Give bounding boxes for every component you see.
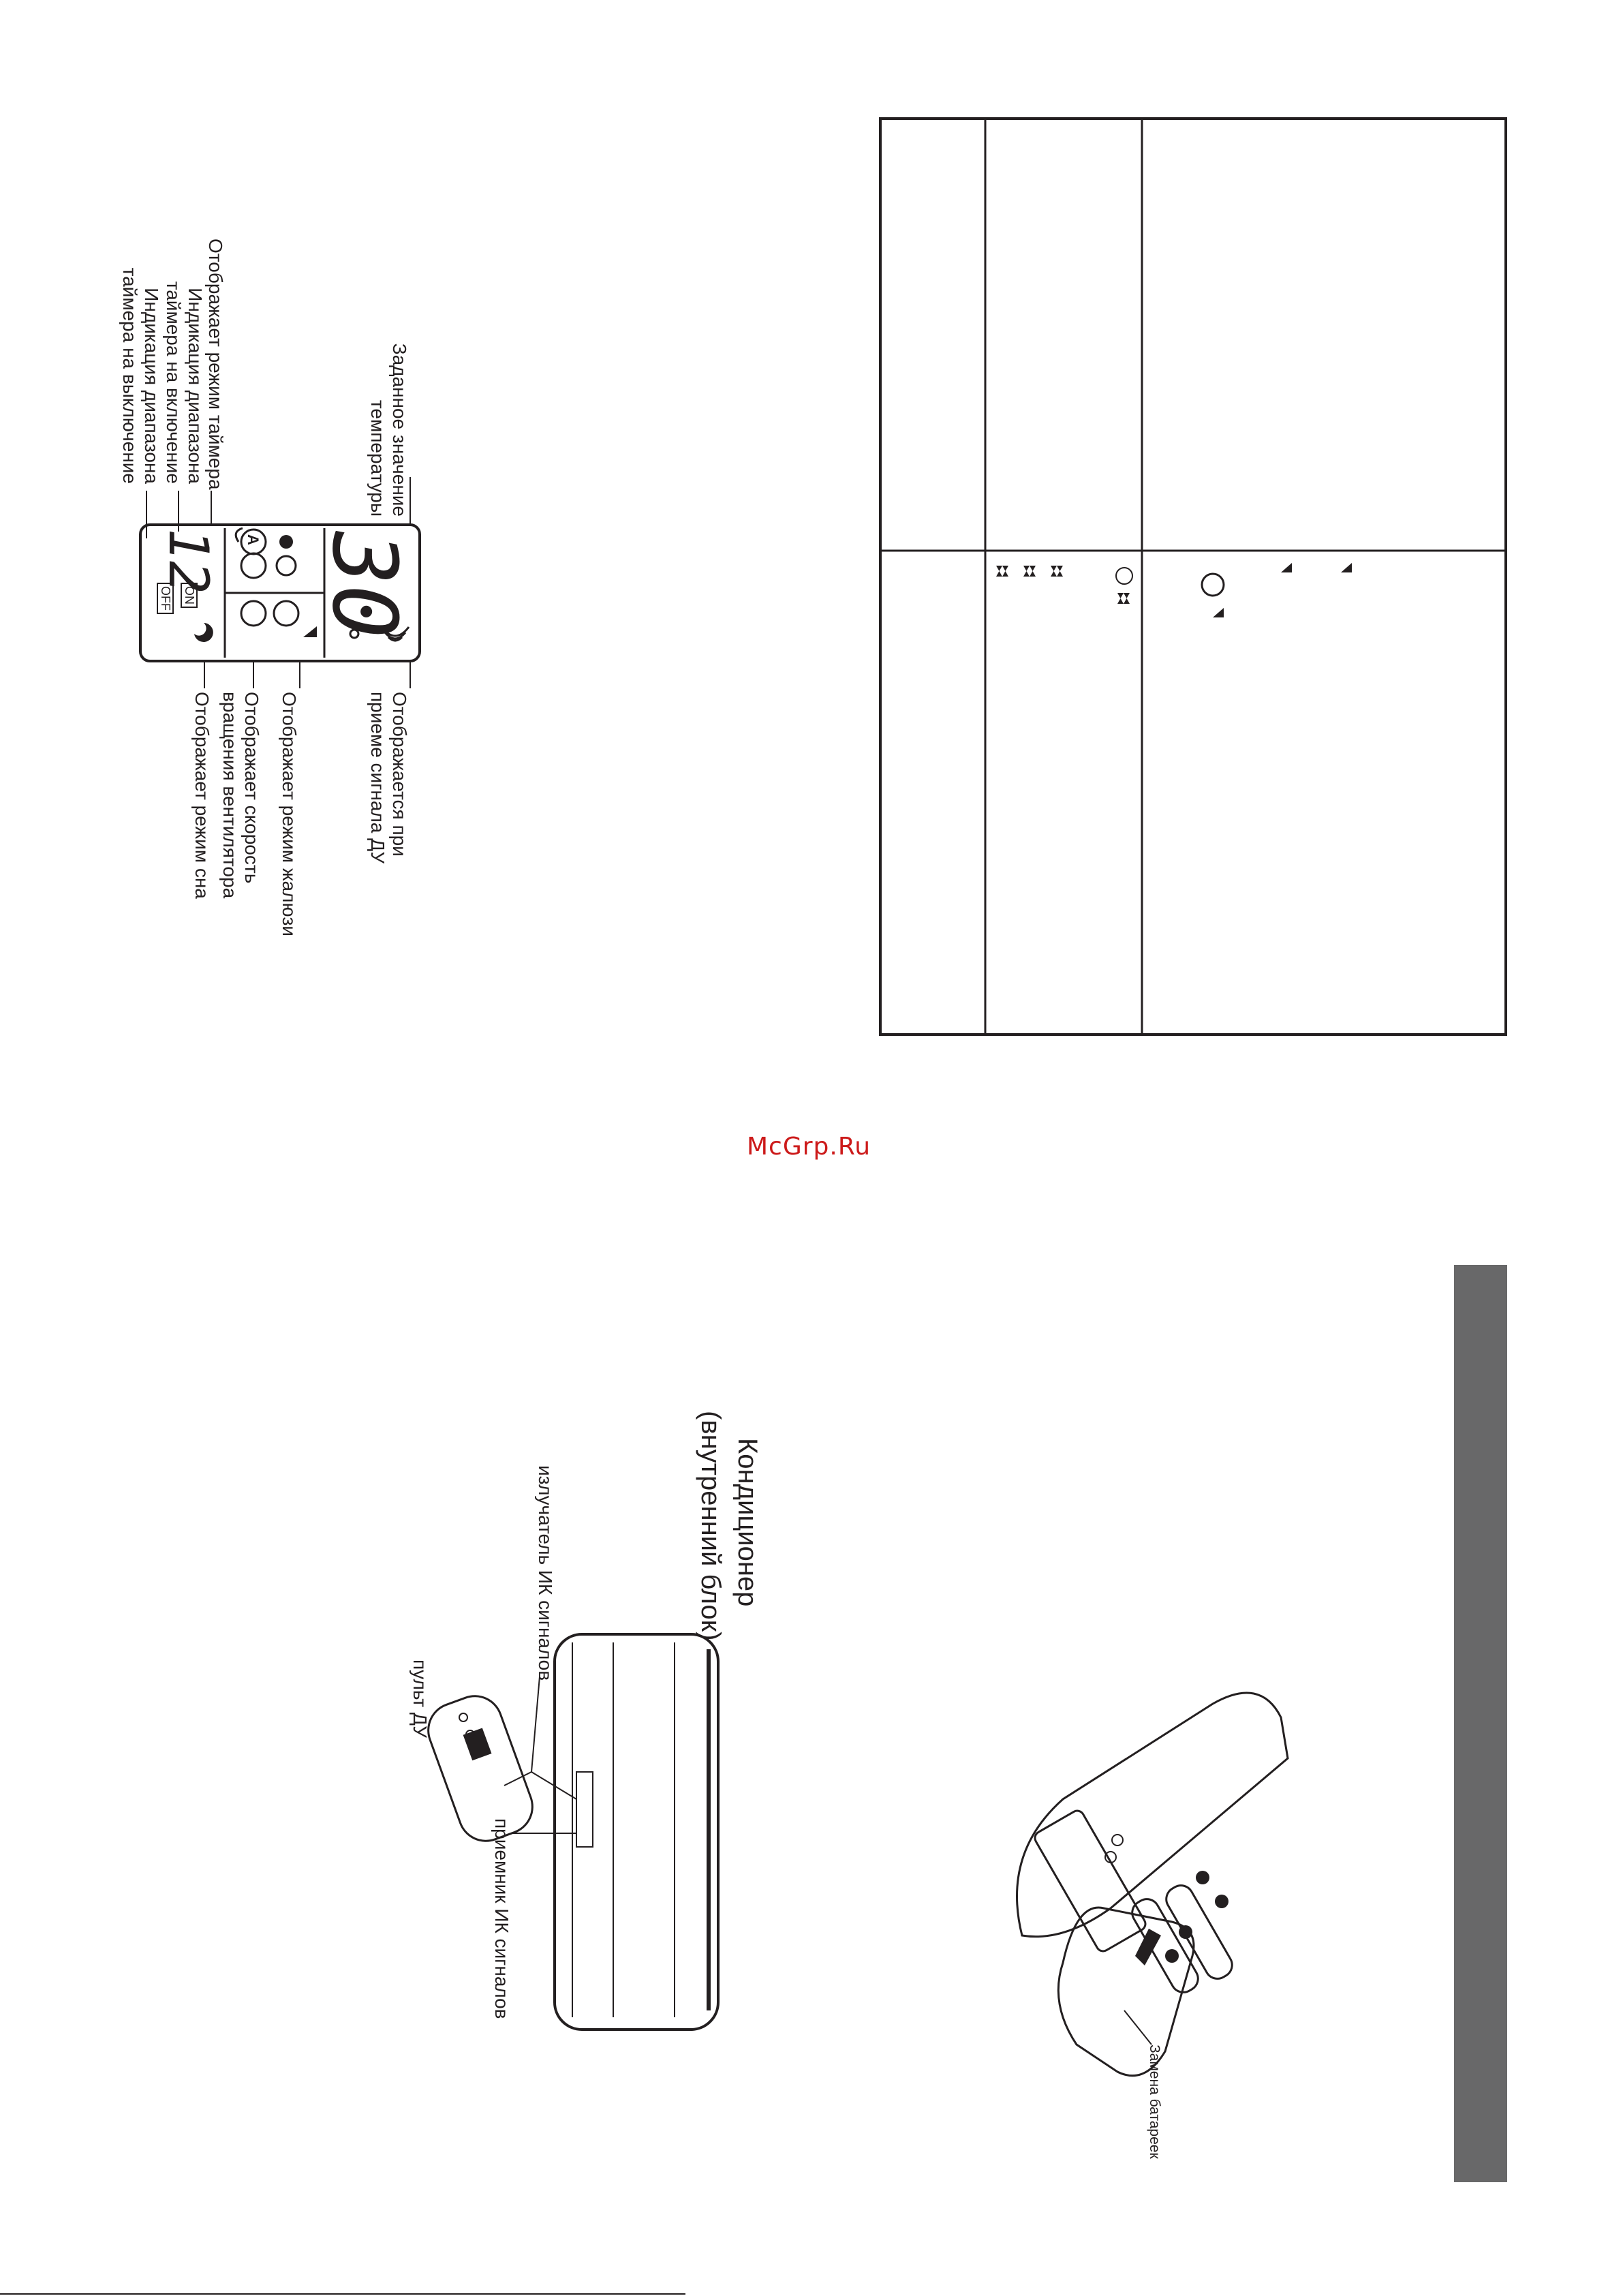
louver-down-icon [1213, 608, 1224, 617]
bottom-rule [0, 2293, 685, 2295]
section-sidebar [1454, 1265, 1507, 2182]
auto-fan-icon [1115, 567, 1133, 585]
auto-louver-icon [1201, 572, 1225, 597]
watermark: McGrp.Ru [747, 1133, 871, 1161]
fan-speed-icons [996, 566, 1130, 604]
louver-fixed-icon [1341, 563, 1352, 572]
battery-caption: Замена батареек [1147, 2045, 1162, 2159]
louver-swing-icon [1281, 563, 1292, 572]
